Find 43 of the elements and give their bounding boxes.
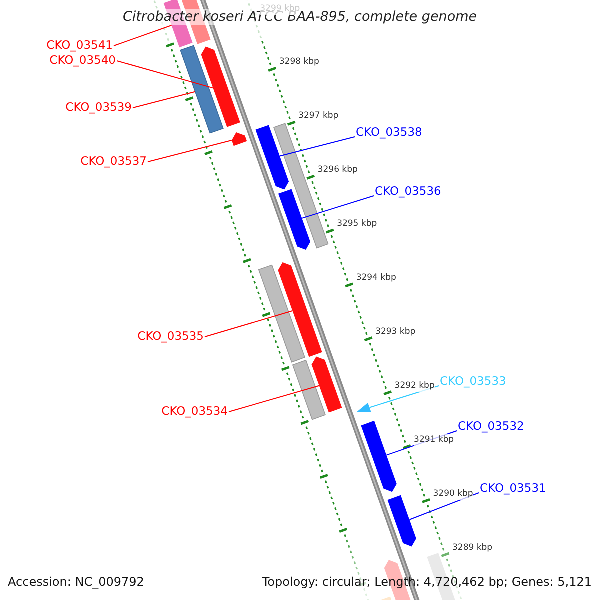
scale-label: 3294 kbp <box>356 272 396 284</box>
leader-line <box>148 140 232 162</box>
gene-label: CKO_03540 <box>50 52 116 68</box>
gene-block <box>356 403 372 412</box>
scale-label: 3297 kbp <box>298 110 339 122</box>
leader-line <box>204 310 294 338</box>
leader-line <box>114 24 172 46</box>
leader-line <box>116 60 214 89</box>
scale-label: 3289 kbp <box>452 542 493 554</box>
leader-line <box>302 196 374 219</box>
leader-line <box>228 385 320 412</box>
leader-line <box>279 136 356 157</box>
scale-label: 3298 kbp <box>279 56 320 68</box>
info-text: Topology: circular; Length: 4,720,462 bp; Genes: 5,121 <box>262 574 592 590</box>
leader-line <box>132 91 196 108</box>
gene-block <box>312 356 342 413</box>
gene-label: CKO_03536 <box>375 183 442 199</box>
scale-label: 3295 kbp <box>337 218 378 230</box>
gene-label: CKO_03537 <box>80 153 147 169</box>
gene-block <box>278 262 322 358</box>
scale-label: 3290 kbp <box>433 488 474 500</box>
gene-block <box>361 420 397 492</box>
gene-label: CKO_03531 <box>480 480 546 496</box>
gene-label: CKO_03538 <box>356 124 422 140</box>
gene-block <box>201 46 240 128</box>
gene-block <box>388 495 416 547</box>
scale-label: 3291 kbp <box>414 434 454 446</box>
gene-block <box>292 360 326 420</box>
gene-label: CKO_03534 <box>162 403 228 419</box>
info-text: Accession: NC_009792 <box>8 574 144 590</box>
gene-label: CKO_03535 <box>138 328 204 344</box>
gene-block <box>232 132 248 146</box>
gene-label: CKO_03533 <box>440 373 506 389</box>
gene-label: CKO_03539 <box>66 99 132 115</box>
gene-block <box>278 189 310 250</box>
gene-label: CKO_03532 <box>458 418 524 434</box>
gene-label: CKO_03541 <box>46 37 113 53</box>
gene-block <box>180 45 224 134</box>
scale-label: 3296 kbp <box>318 164 358 176</box>
scale-label: 3293 kbp <box>376 326 416 338</box>
gene-block <box>258 264 306 363</box>
gene-block <box>256 125 289 190</box>
scale-label: 3292 kbp <box>394 380 435 392</box>
